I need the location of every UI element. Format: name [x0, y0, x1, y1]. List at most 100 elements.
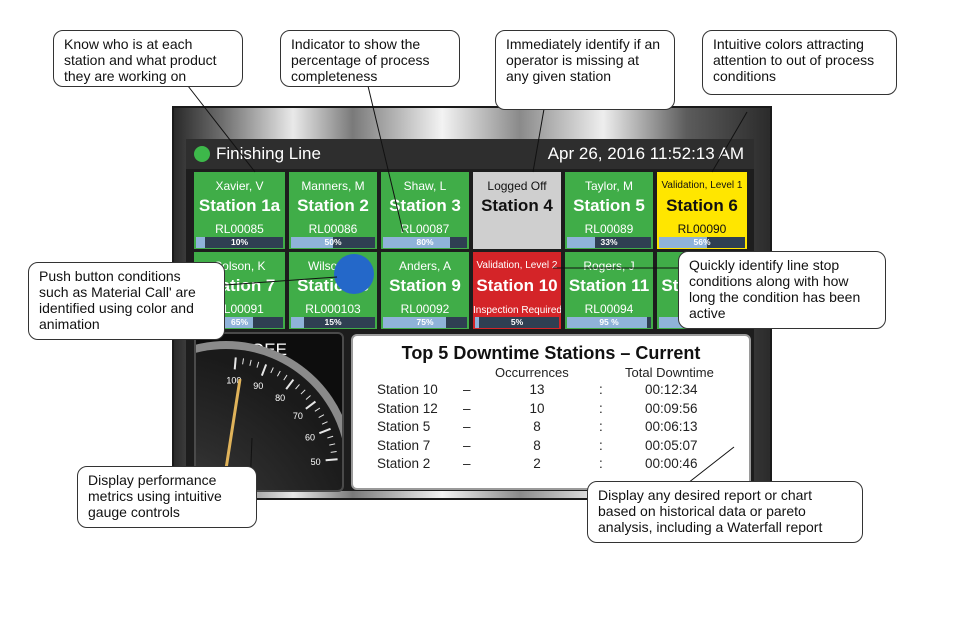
progress-fill: [383, 237, 451, 248]
report-downtime: 00:09:56: [645, 400, 698, 416]
report-colon: :: [599, 437, 603, 453]
report-row: Station 5–8:00:06:13: [353, 419, 749, 437]
report-dash: –: [463, 456, 471, 471]
station-name: Station 2: [297, 196, 369, 215]
gauge-tick-label: 90: [253, 381, 263, 391]
gauge-tick: [327, 435, 334, 439]
gauge-tick: [276, 370, 281, 377]
progress-text: 10%: [230, 237, 248, 247]
progress-fill: [383, 317, 446, 328]
station-operator: Rogers, J: [583, 259, 635, 273]
station-name: Station 5: [573, 196, 645, 215]
report-dash: –: [463, 400, 471, 416]
station-product: RL00094: [584, 302, 634, 316]
station-product: RL00086: [308, 222, 358, 236]
report-colon: :: [599, 400, 603, 416]
gauge-face: [196, 349, 342, 490]
gauge-tick: [305, 400, 317, 410]
callout-line-stop: Quickly identify line stop conditions al…: [678, 251, 886, 329]
report-row: Station 7–8:00:05:07: [353, 438, 749, 456]
station-name: Station 11: [568, 276, 650, 295]
report-row: Station 10–13:00:12:34: [353, 382, 749, 400]
station-product: RL00085: [215, 222, 264, 236]
gauge-tick: [260, 364, 268, 377]
station-product: RL000103: [305, 302, 361, 316]
gauge-tick: [300, 389, 306, 395]
progress-text: 56%: [693, 237, 711, 247]
progress-text: 65%: [230, 317, 248, 327]
station-operator: Validation, Level 2: [476, 260, 558, 271]
station-operator: Colson, K: [213, 259, 266, 273]
report-station: Station 12: [377, 400, 438, 416]
station-product: RL00087: [400, 222, 450, 236]
report-station: Station 2: [377, 456, 431, 471]
station-operator: Xavier, V: [215, 179, 264, 193]
gauge-tick: [295, 384, 300, 390]
gauge-tick: [321, 421, 328, 425]
progress-text: 33%: [600, 237, 618, 247]
line-status-icon: [194, 146, 210, 162]
progress-fill: [475, 317, 480, 328]
gauge-tick: [318, 427, 331, 435]
station-progress-bar: 5%: [475, 317, 559, 328]
report-station: Station 7: [377, 437, 431, 453]
station-progress-bar: 33%: [567, 237, 651, 248]
downtime-report-panel: Top 5 Downtime Stations – Current Occurr…: [351, 334, 751, 490]
report-occurrences: 2: [533, 456, 541, 471]
progress-text: 15%: [324, 317, 342, 327]
gauge-tick: [314, 407, 321, 412]
col-header-downtime: Total Downtime: [625, 365, 714, 380]
col-header-occurrences: Occurrences: [495, 365, 569, 380]
station-progress-bar: 80%: [383, 237, 467, 248]
callout-colors: Intuitive colors attracting attention to…: [702, 30, 897, 95]
progress-text: 95 %: [599, 317, 619, 327]
station-name: Station 10: [476, 276, 558, 295]
callout-missing: Immediately identify if an operator is m…: [495, 30, 675, 110]
gauge-tick: [283, 374, 288, 381]
station-progress-bar: 75%: [383, 317, 467, 328]
report-downtime: 00:12:34: [645, 382, 698, 397]
report-station: Station 10: [377, 382, 438, 397]
gauge-tick-label: 80: [275, 393, 285, 403]
progress-fill: [291, 317, 304, 328]
callout-performance: Display performance metrics using intuit…: [77, 466, 257, 528]
report-occurrences: 10: [529, 400, 545, 416]
progress-fill: [567, 317, 647, 328]
station-operator: Logged Off: [487, 179, 547, 193]
gauge-tick: [318, 414, 325, 419]
report-row: Station 2 – 2: 00:00:46: [353, 456, 749, 474]
progress-text: 75%: [416, 317, 434, 327]
push-button-indicator-icon: [334, 254, 374, 294]
progress-fill: [196, 237, 205, 248]
progress-fill: [567, 237, 595, 248]
report-occurrences: 13: [529, 382, 545, 397]
station-operator: Shaw, L: [403, 179, 447, 193]
station-progress-bar: 56%: [659, 237, 745, 248]
gauge-tick: [325, 458, 338, 462]
gauge-tick: [249, 359, 252, 366]
progress-text: 50%: [324, 237, 342, 247]
station-product: RL00092: [400, 302, 450, 316]
report-dash: –: [463, 437, 471, 453]
progress-fill: [659, 317, 694, 328]
station-name: Station 3: [389, 196, 461, 215]
report-colon: :: [599, 456, 603, 471]
gauge-tick: [305, 395, 311, 400]
report-downtime: 00:00:46: [645, 456, 698, 471]
report-occurrences: 8: [533, 419, 541, 434]
station-operator: Anders, A: [398, 259, 452, 273]
station-product: RL00089: [584, 222, 634, 236]
report-colon: :: [599, 382, 603, 397]
callout-indicator: Indicator to show the percentage of proc…: [280, 30, 460, 87]
station-name: Station 9: [389, 276, 461, 295]
